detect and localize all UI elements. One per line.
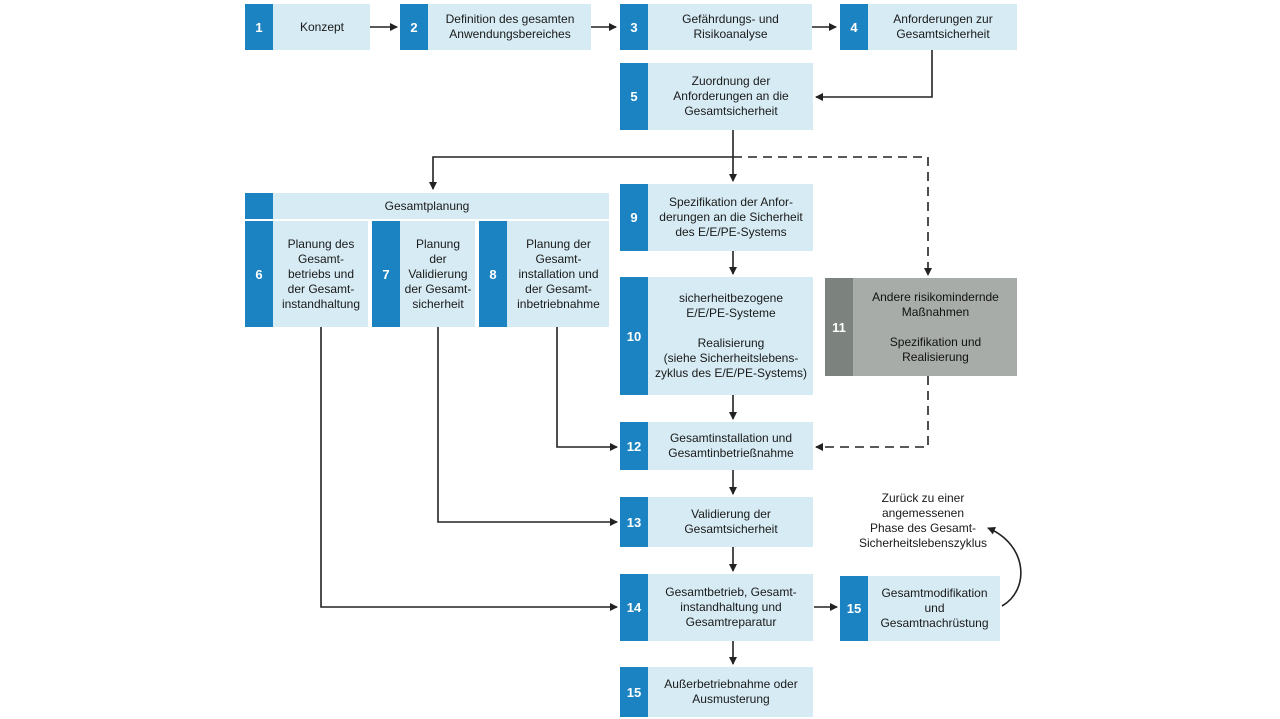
phase-label: Planung der Gesamt- installation und der…: [517, 236, 600, 311]
phase-label: Zuordnung der Anforderungen an die Gesam…: [673, 74, 789, 118]
phase-4-box: 4 Anforderungen zur Gesamtsicherheit: [840, 4, 1017, 50]
arrow-15-return: [987, 527, 1022, 607]
phase-label: Definition des gesamten Anwendungsbereic…: [445, 12, 575, 41]
phase-label: Außerbetriebnahme oder Ausmusterung: [664, 677, 798, 706]
phase-2-box: 2 Definition des gesamten Anwendungsbere…: [400, 4, 591, 50]
phase-7-box: 7 Planung der Validierung der Gesamt- si…: [372, 221, 475, 327]
phase-label: Planung des Gesamt- betriebs und der Ges…: [281, 236, 361, 311]
gesamtplanung-header-strip: [245, 193, 273, 219]
phase-1-box: 1 Konzept: [245, 4, 370, 50]
phase-9-box: 9 Spezifikation der Anfor- derungen an d…: [620, 184, 813, 251]
phase-number: 6: [245, 221, 273, 327]
phase-11-box: 11 Andere risikomindernde Maßnahmen Spez…: [825, 278, 1017, 376]
phase-label: Gesamtinstallation und Gesamtinbetrießna…: [668, 431, 794, 460]
phase-number: 14: [620, 574, 648, 641]
phase-number: 10: [620, 277, 648, 395]
phase-label: Anforderungen zur Gesamtsicherheit: [893, 12, 993, 41]
phase-label: Spezifikation der Anfor- derungen an die…: [659, 195, 803, 239]
phase-number: 12: [620, 422, 648, 470]
phase-number: 11: [825, 278, 853, 376]
arrow-5-planning: [429, 130, 734, 190]
arrow-11-12-dashed: [815, 376, 929, 451]
arrow-4-5: [815, 50, 933, 101]
phase-number: 13: [620, 497, 648, 547]
phase-label: Gesamtbetrieb, Gesamt- instandhaltung un…: [665, 585, 797, 629]
phase-label: Gefährdungs- und Risikoanalyse: [682, 12, 779, 41]
phase-label: Andere risikomindernde Maßnahmen Spezifi…: [872, 289, 999, 364]
phase-label: Konzept: [299, 19, 345, 34]
phase-number: 2: [400, 4, 428, 50]
phase-number: 7: [372, 221, 400, 327]
phase-number: 9: [620, 184, 648, 251]
phase-number: 1: [245, 4, 273, 50]
arrow-7-13: [437, 327, 618, 526]
phase-label: Validierung der Gesamtsicherheit: [684, 507, 778, 536]
arrow-5-11-dashed: [733, 156, 932, 276]
arrow-6-14: [320, 327, 618, 611]
phase-6-box: 6 Planung des Gesamt- betriebs und der G…: [245, 221, 368, 327]
phase-15-modification-box: 15 Gesamtmodifikation und Gesamtnachrüst…: [840, 576, 1000, 641]
phase-3-box: 3 Gefährdungs- und Risikoanalyse: [620, 4, 812, 50]
phase-number: 4: [840, 4, 868, 50]
gesamtplanung-header: Gesamtplanung: [245, 193, 609, 219]
phase-label: Planung der Validierung der Gesamt- sich…: [404, 236, 472, 311]
phase-number: 5: [620, 63, 648, 130]
phase-number: 15: [840, 576, 868, 641]
phase-14-box: 14 Gesamtbetrieb, Gesamt- instandhaltung…: [620, 574, 813, 641]
phase-15-decommissioning-box: 15 Außerbetriebnahme oder Ausmusterung: [620, 667, 813, 717]
phase-8-box: 8 Planung der Gesamt- installation und d…: [479, 221, 609, 327]
phase-number: 8: [479, 221, 507, 327]
arrow-8-12: [556, 327, 618, 451]
phase-12-box: 12 Gesamtinstallation und Gesamtinbetrie…: [620, 422, 813, 470]
phase-label: Gesamtmodifikation und Gesamtnachrüstung: [880, 586, 989, 630]
phase-number: 15: [620, 667, 648, 717]
phase-5-box: 5 Zuordnung der Anforderungen an die Ges…: [620, 63, 813, 130]
phase-label: sicherheitbezogene E/E/PE-Systeme Realis…: [654, 291, 808, 380]
return-note: Zurück zu einer angemessenen Phase des G…: [858, 491, 988, 550]
phase-13-box: 13 Validierung der Gesamtsicherheit: [620, 497, 813, 547]
phase-number: 3: [620, 4, 648, 50]
phase-10-box: 10 sicherheitbezogene E/E/PE-Systeme Rea…: [620, 277, 813, 395]
